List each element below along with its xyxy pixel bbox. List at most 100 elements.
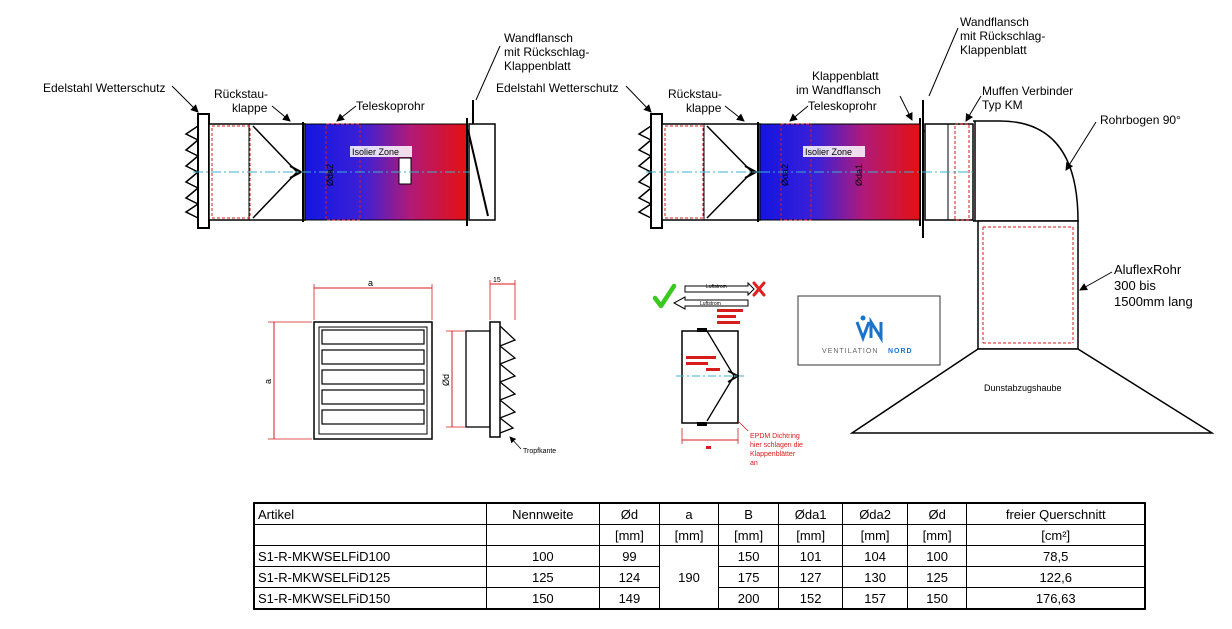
th-nennweite: Nennweite (485, 502, 601, 525)
logo-sub-2: NORD (888, 348, 913, 355)
label-left-weather: Edelstahl Wetterschutz (43, 81, 166, 95)
cell-artikel: S1-R-MKWSELFiD100 (253, 545, 487, 567)
cell-b: 150 (718, 545, 779, 567)
logo-sub-1: VENTILATION (822, 348, 878, 355)
th-a: a (658, 502, 720, 525)
cell-od2: 125 (906, 566, 968, 588)
label-left-iso: Isolier Zone (352, 147, 399, 157)
cell-od: 124 (599, 566, 660, 588)
dim-a-side: a (263, 379, 273, 384)
label-left-wall-2: mit Rückschlag- (504, 45, 589, 59)
label-right-wall-2: mit Rückschlag- (960, 29, 1045, 43)
cell-nennweite: 125 (485, 566, 601, 588)
table-row: S1-R-MKWSELFiD125 125 124 175 127 130 12… (253, 566, 1146, 588)
label-right-weather: Edelstahl Wetterschutz (496, 81, 619, 95)
label-right-oda1: Øda1 (854, 164, 864, 186)
label-right-bogen: Rohrbogen 90° (1100, 113, 1181, 127)
label-left-flap-2: klappe (232, 101, 268, 115)
label-hood: Dunstabzugshaube (984, 383, 1062, 393)
table-row: S1-R-MKWSELFiD100 100 99 190 150 101 104… (253, 545, 1146, 610)
cell-b: 200 (718, 587, 779, 610)
arrow-bottom-label: Luftstrom (700, 301, 721, 307)
label-right-oda2: Øda2 (780, 164, 790, 186)
right-elbow (973, 120, 1079, 222)
label-right-tele: Teleskoprohr (808, 99, 877, 113)
label-right-kb-1: Klappenblatt (812, 69, 879, 83)
cross-icon (752, 281, 766, 297)
check-icon (652, 283, 677, 309)
label-left-flap-1: Rückstau- (214, 87, 268, 101)
label-alu-3: 1500mm lang (1114, 294, 1193, 309)
label-epdm-1: EPDM Dichtring (750, 433, 800, 440)
th-artikel: Artikel (253, 502, 487, 525)
cell-oda2: 157 (842, 587, 908, 610)
dim-a-top: a (368, 278, 373, 288)
right-louvre-teeth (637, 125, 652, 219)
left-wall-flange (468, 123, 496, 221)
unit-artikel (253, 524, 487, 546)
label-alu-1: AluflexRohr (1114, 262, 1182, 277)
side-view-grille (446, 280, 522, 450)
cell-quer: 122,6 (966, 566, 1146, 588)
label-right-iso: Isolier Zone (805, 147, 852, 157)
label-left-tele: Teleskoprohr (356, 99, 425, 113)
cell-artikel: S1-R-MKWSELFiD125 (253, 566, 487, 588)
spec-table: Artikel Nennweite Ød a B Øda1 Øda2 Ød fr… (253, 502, 1146, 610)
cell-od2: 100 (906, 545, 968, 567)
label-alu-2: 300 bis (1114, 278, 1156, 293)
cell-a-merged: 190 (658, 545, 720, 610)
table-row: S1-R-MKWSELFiD150 150 149 200 152 157 15… (253, 587, 1146, 610)
label-right-kb-2: im Wandflansch (796, 83, 881, 97)
th-b: B (718, 502, 779, 525)
label-left-oda2: Øda2 (325, 164, 335, 186)
unit-oda2: [mm] (842, 524, 908, 546)
cell-quer: 176,63 (966, 587, 1146, 610)
cell-oda1: 127 (777, 566, 844, 588)
label-right-flap-2: klappe (686, 101, 722, 115)
label-right-flap-1: Rückstau- (668, 87, 722, 101)
left-assembly (171, 45, 501, 229)
label-right-muffe-2: Typ KM (982, 98, 1023, 112)
cell-oda1: 101 (777, 545, 844, 567)
label-right-wall-3: Klappenblatt (960, 43, 1027, 57)
label-epdm-3: Klappenblätter (750, 451, 796, 458)
label-left-wall-3: Klappenblatt (504, 59, 571, 73)
right-weather-plate (650, 113, 663, 229)
unit-nennweite (485, 524, 601, 546)
cell-od: 99 (599, 545, 660, 567)
unit-oda1: [mm] (777, 524, 844, 546)
aluflex-pipe (977, 220, 1079, 350)
label-epdm-4: an (750, 460, 758, 467)
unit-od2: [mm] (906, 524, 968, 546)
cell-b: 175 (718, 566, 779, 588)
label-right-wall-1: Wandflansch (960, 15, 1029, 29)
table-header-row: Artikel Nennweite Ød a B Øda1 Øda2 Ød fr… (253, 502, 1146, 525)
arrow-top-label: Luftstrom (706, 284, 727, 290)
extractor-hood (849, 348, 1215, 434)
cell-quer: 78,5 (966, 545, 1146, 567)
cell-nennweite: 100 (485, 545, 601, 567)
cell-od: 149 (599, 587, 660, 610)
label-left-wall-1: Wandflansch (504, 31, 573, 45)
label-right-muffe-1: Muffen Verbinder (982, 84, 1073, 98)
label-tropfkante: Tropfkante (523, 448, 556, 455)
unit-od: [mm] (599, 524, 660, 546)
front-view-grille (268, 284, 433, 440)
cell-oda2: 104 (842, 545, 908, 567)
cell-oda2: 130 (842, 566, 908, 588)
left-weather-plate (197, 113, 210, 229)
table-unit-row: [mm] [mm] [mm] [mm] [mm] [mm] [cm²] (253, 524, 1146, 546)
left-louvre-teeth (184, 125, 199, 219)
unit-quer: [cm²] (966, 524, 1146, 546)
vn-logo-icon (855, 315, 883, 344)
label-epdm-2: hier schlagen die (750, 442, 803, 449)
cell-oda1: 152 (777, 587, 844, 610)
cell-od2: 150 (906, 587, 968, 610)
flap-detail (652, 281, 766, 449)
th-od: Ød (599, 502, 660, 525)
cell-nennweite: 150 (485, 587, 601, 610)
th-od2: Ød (906, 502, 968, 525)
th-quer: freier Querschnitt (966, 502, 1146, 525)
cell-artikel: S1-R-MKWSELFiD150 (253, 587, 487, 610)
